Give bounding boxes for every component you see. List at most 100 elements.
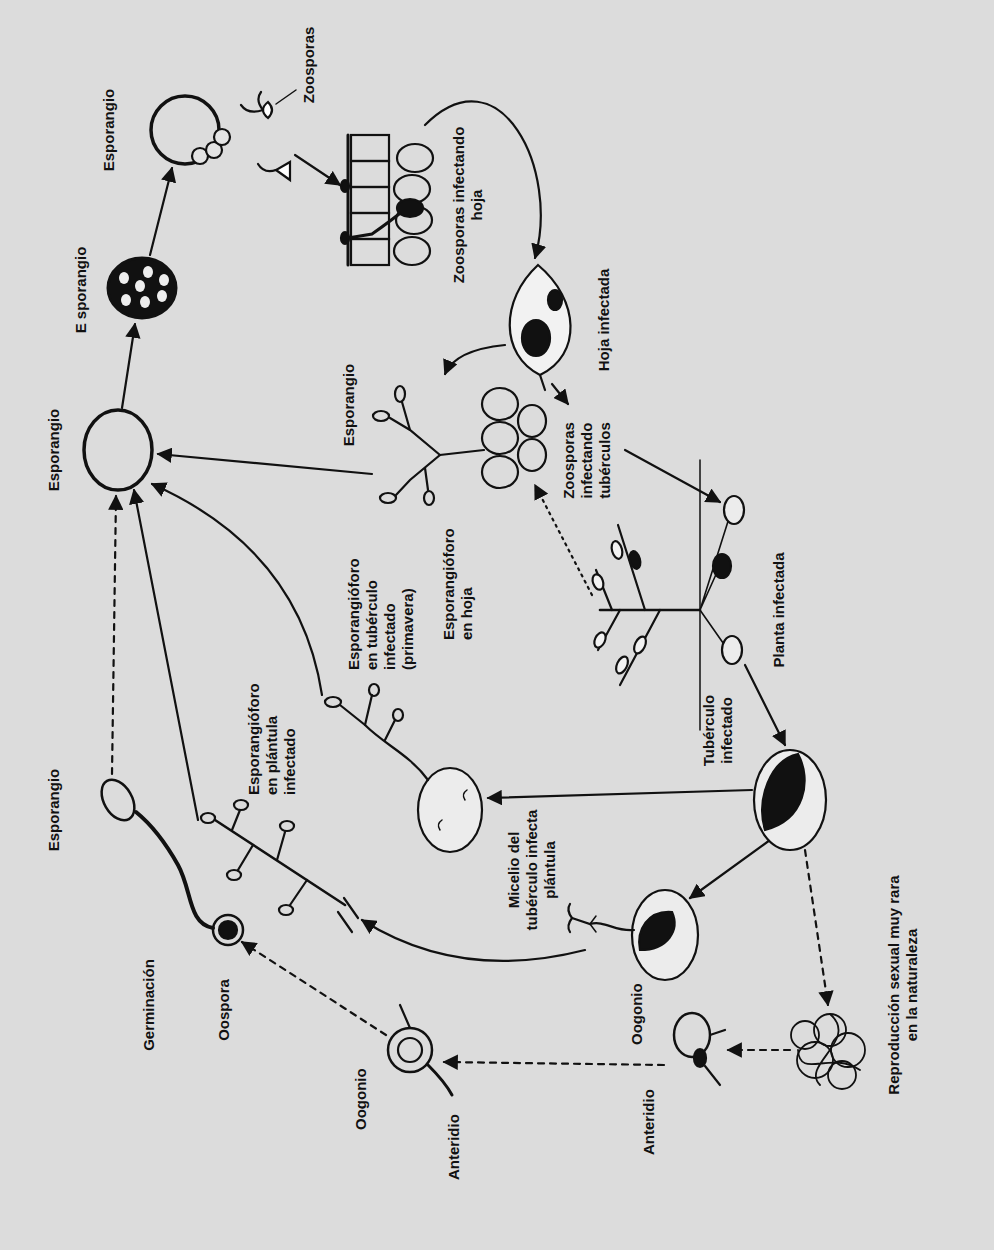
infected-leaf <box>548 290 562 310</box>
sporangium-with-spores <box>140 296 150 308</box>
infected-tuber <box>762 754 804 830</box>
cycle-arrow <box>242 942 386 1035</box>
infected-plant <box>713 554 731 578</box>
infected-tuber <box>754 750 826 850</box>
infected-plant <box>610 540 624 560</box>
sprouting-tuber <box>340 705 428 780</box>
sprouting-tuber <box>365 695 372 725</box>
zoospore <box>241 90 296 180</box>
cycle-arrow <box>425 101 541 258</box>
label-text: Micelio del tubérculo infecta plántula <box>505 805 559 935</box>
leaf-sporangiophore <box>373 411 389 421</box>
cycle-arrow <box>552 384 568 404</box>
zoospore <box>258 164 276 171</box>
zoospore <box>263 102 272 118</box>
tuber-infecting-plantlet <box>568 890 698 980</box>
infected-leaf <box>540 375 545 390</box>
fertilized-oogonium <box>388 1028 432 1072</box>
cycle-arrow <box>295 155 340 185</box>
mycelium-ball <box>791 1021 819 1049</box>
label-text: Germinación <box>140 945 158 1065</box>
leaf-section <box>341 180 349 192</box>
infected-leaf <box>522 320 550 356</box>
tuber-infecting-plantlet <box>590 916 596 932</box>
label-text: Reproducción sexual muy rara en la natur… <box>885 875 921 1095</box>
seedling-sporangiophore <box>232 810 307 905</box>
cycle-arrow <box>112 496 116 774</box>
seedling-sporangiophore <box>227 870 241 880</box>
cycle-arrow <box>728 1049 790 1051</box>
cycle-arrow <box>805 850 828 1005</box>
infected-plant <box>632 635 649 656</box>
cycle-arrow <box>535 485 592 595</box>
cycle-arrow <box>745 665 785 745</box>
leaf-section <box>351 187 389 213</box>
seedling-sporangiophore <box>234 800 248 810</box>
infected-plant <box>722 636 742 664</box>
cycle-arrow <box>625 450 720 502</box>
tuber-infecting-plantlet <box>639 912 674 950</box>
infected-plant <box>600 609 700 612</box>
label-text: Tubérculo infectado <box>700 683 736 778</box>
leaf-sporangiophore <box>482 388 518 420</box>
oogonium-antheridium <box>674 1013 725 1085</box>
label-text: Esporangio <box>340 350 358 460</box>
fertilized-oogonium <box>398 1038 422 1062</box>
cycle-arrow <box>152 484 322 695</box>
infected-plant <box>700 515 730 650</box>
fertilized-oogonium <box>388 1005 452 1095</box>
sporangium-with-spores <box>108 258 176 318</box>
leaf-sporangiophore <box>380 493 396 503</box>
tuber-infecting-plantlet <box>568 904 572 932</box>
label-text: E sporangio <box>72 235 90 345</box>
sporangium-with-spores <box>121 294 131 306</box>
label-text: Zoosporas infectando hoja <box>450 120 486 290</box>
leaf-sporangiophore <box>402 402 410 430</box>
sporangium-with-spores <box>143 266 153 278</box>
label-text: Esporangio <box>45 755 63 865</box>
leaf-section <box>394 237 430 265</box>
life-cycle-illustration <box>84 90 865 1095</box>
oospore-germination <box>95 774 141 826</box>
cycle-arrow <box>690 840 770 898</box>
leaf-section <box>347 135 350 265</box>
cycle-arrow <box>445 345 505 374</box>
label-text: Esporangióforo en plántula infectado <box>245 665 299 795</box>
sporangium-with-spores <box>159 274 169 286</box>
infected-plant <box>699 460 701 730</box>
oospore-germination <box>213 915 243 945</box>
leaf-sporangiophore <box>373 386 546 505</box>
sprouting-tuber <box>325 684 482 852</box>
label-text: Anteridio <box>445 1095 463 1180</box>
oogonium-antheridium <box>710 1030 725 1035</box>
mycelium-ball <box>798 1014 860 1085</box>
sporangium-with-spores <box>157 290 167 302</box>
seedling-sporangiophore <box>280 821 294 831</box>
seedling-sporangiophore <box>215 820 345 905</box>
label-text: Oogonio <box>628 965 646 1045</box>
infected-plant <box>724 496 744 524</box>
infected-plant <box>591 573 606 591</box>
seedling-sporangiophore <box>279 905 293 915</box>
fertilized-oogonium <box>428 1065 452 1095</box>
cycle-arrow <box>488 790 752 798</box>
label-text: Esporangio <box>100 75 118 185</box>
mycelium-ball <box>791 1014 865 1089</box>
leaf-section <box>397 199 423 217</box>
sporangium-with-spores <box>108 258 176 318</box>
leaf-sporangiophore <box>518 439 546 471</box>
sporangium-oval <box>84 410 152 490</box>
oospore-germination <box>95 774 243 945</box>
cycle-arrow <box>362 920 585 961</box>
leaf-sporangiophore <box>396 450 484 495</box>
leaf-section <box>348 210 404 238</box>
sprouting-tuber <box>438 790 467 830</box>
infected-plant <box>591 460 744 730</box>
tuber-infecting-plantlet <box>572 918 634 930</box>
zoospore <box>276 162 290 180</box>
sporangium-oval <box>84 410 152 490</box>
zoospore <box>276 90 296 104</box>
